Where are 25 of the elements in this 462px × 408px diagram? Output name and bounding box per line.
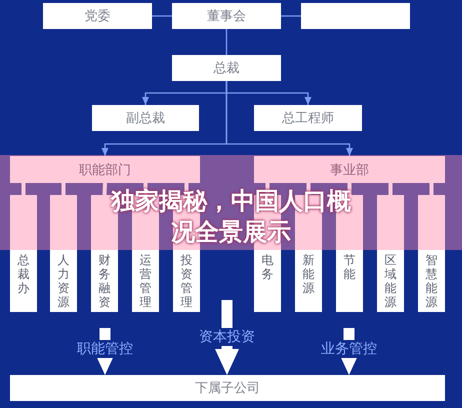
department-column: 智慧能源 [418,195,445,312]
division-band: 事业部 [254,156,445,183]
division-band: 职能部门 [10,156,200,183]
connector-line [62,183,66,195]
edge-label: 业务管控 [319,340,379,358]
org-box: 副总裁 [92,105,199,131]
connector-line [281,15,301,17]
department-column: 人力资源 [50,195,77,312]
edge-label: 资本投资 [197,328,257,346]
org-box: 总工程师 [254,105,362,131]
connector-line [430,183,434,195]
subsidiary-bar: 下属子公司 [10,375,445,401]
blank-box [301,3,410,29]
connector-line [102,182,107,196]
connector-line [152,15,172,17]
connector-line [226,29,228,55]
department-column: 区域能源 [377,195,404,312]
connector-line [22,183,26,195]
org-box: 董事会 [172,3,281,29]
edge-label: 职能管控 [75,340,135,358]
arrow [226,81,353,156]
connector-line [388,183,392,195]
department-column: 总裁办 [10,195,37,312]
org-box: 党委 [43,3,152,29]
org-box: 总裁 [172,55,281,81]
